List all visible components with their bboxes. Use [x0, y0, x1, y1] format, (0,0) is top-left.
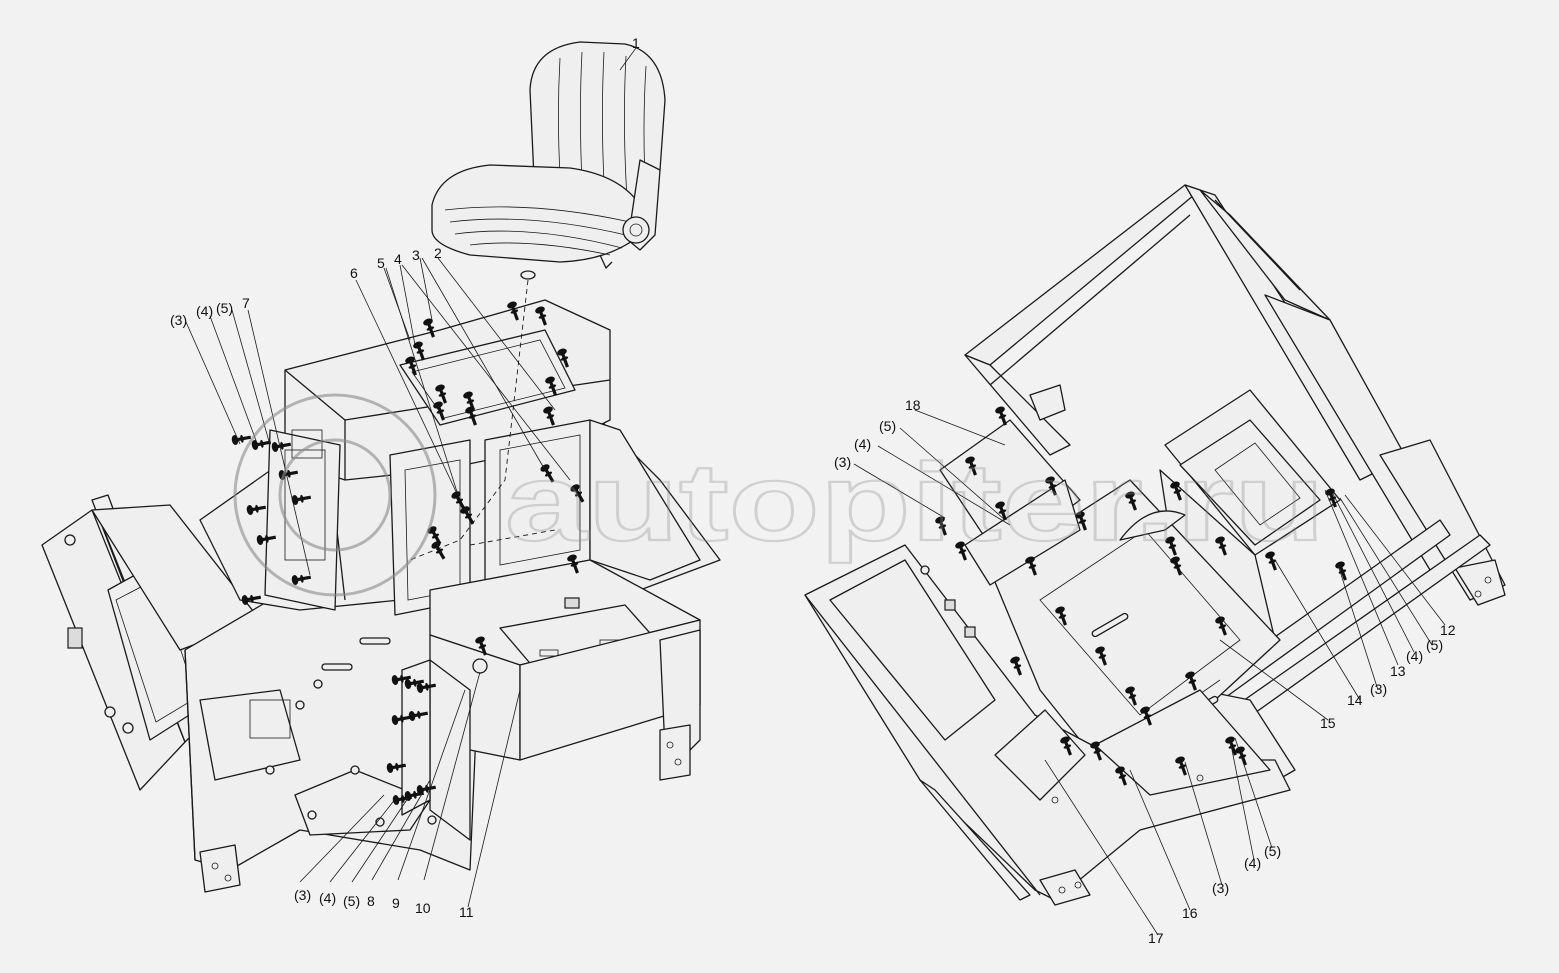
bolt-icon — [413, 341, 425, 361]
bolt-icon — [408, 710, 429, 721]
bolt-icon — [1125, 491, 1137, 511]
bolt-icon — [995, 406, 1007, 426]
callout-11: 11 — [459, 904, 474, 920]
bolt-icon — [543, 406, 555, 426]
callout-4-paren-e: (4) — [1244, 855, 1261, 871]
bolt-icon — [435, 384, 447, 404]
bolt-icon — [557, 348, 569, 368]
bolt-icon — [231, 434, 252, 445]
fastener-bolts — [231, 301, 1347, 805]
bolt-icon — [465, 406, 477, 426]
callout-2: 2 — [434, 245, 442, 261]
bolt-icon — [416, 784, 437, 795]
bolt-icon — [391, 714, 412, 725]
bolt-icon — [1025, 556, 1037, 576]
callout-3-paren-c: (3) — [834, 454, 851, 470]
bolt-icon — [995, 501, 1007, 521]
bolt-icon — [291, 574, 312, 585]
callout-4-paren-a: (4) — [196, 303, 213, 319]
bolt-icon — [241, 594, 262, 605]
bolt-icon — [1140, 706, 1152, 726]
callout-4-paren-b: (4) — [319, 890, 336, 906]
bolt-icon — [405, 356, 417, 376]
bolt-icon — [507, 301, 519, 321]
bolt-icon — [1125, 686, 1137, 706]
callout-3-paren-d: (3) — [1370, 681, 1387, 697]
bolt-icon — [570, 484, 585, 503]
bolt-icon — [1045, 476, 1057, 496]
bolt-icon — [1325, 488, 1337, 508]
bolt-icon — [431, 541, 446, 560]
callout-18: 18 — [905, 397, 921, 413]
watermark: autopiter.ru — [233, 393, 1326, 597]
bolt-icon — [460, 506, 475, 525]
callout-3-paren-b: (3) — [294, 887, 311, 903]
leader-lines — [185, 47, 1446, 936]
bolt-icon — [404, 678, 425, 689]
bolt-icon — [433, 401, 445, 421]
bolt-icon — [535, 306, 547, 326]
bolt-icon — [1170, 481, 1182, 501]
bolt-icon — [1060, 736, 1072, 756]
callout-5-paren-e: (5) — [1264, 843, 1281, 859]
right-floor-assembly — [804, 184, 1506, 906]
bolt-icon — [1215, 536, 1227, 556]
callout-5-paren-d: (5) — [1426, 637, 1443, 653]
bolt-icon — [1175, 756, 1187, 776]
bolt-icon — [1090, 741, 1102, 761]
callout-7: 7 — [242, 295, 250, 311]
bolt-icon — [391, 674, 412, 685]
callout-1: 1 — [632, 35, 640, 51]
callout-10: 10 — [415, 900, 431, 916]
callout-13: 13 — [1390, 663, 1406, 679]
bolt-icon — [386, 762, 407, 773]
callout-3-paren-a: (3) — [170, 312, 187, 328]
callout-14: 14 — [1347, 692, 1363, 708]
bolt-icon — [1055, 606, 1067, 626]
callout-labels: 1 2 3 4 5 6 7 (5) (4) (3) (3) (4) (5) 8 … — [170, 35, 1456, 946]
callout-4-paren-c: (4) — [854, 436, 871, 452]
bolt-icon — [1265, 551, 1277, 571]
bolt-icon — [1165, 536, 1177, 556]
callout-6: 6 — [350, 265, 358, 281]
callout-17: 17 — [1148, 930, 1164, 946]
bolt-icon — [1185, 671, 1197, 691]
bolt-icon — [1010, 656, 1022, 676]
bolt-icon — [246, 504, 267, 515]
callout-15: 15 — [1320, 715, 1336, 731]
callout-4: 4 — [394, 251, 402, 267]
bolt-icon — [567, 554, 579, 574]
callout-3: 3 — [412, 247, 420, 263]
bolt-icon — [935, 516, 947, 536]
seat-assembly — [431, 41, 666, 280]
bolt-icon — [416, 682, 437, 693]
bolt-icon — [1095, 646, 1107, 666]
watermark-text: autopiter.ru — [505, 441, 1325, 564]
callout-16: 16 — [1182, 905, 1198, 921]
bolt-icon — [1115, 766, 1127, 786]
bolt-icon — [256, 534, 277, 545]
callout-12: 12 — [1440, 622, 1456, 638]
callout-5-paren-b: (5) — [343, 893, 360, 909]
bolt-icon — [1235, 746, 1247, 766]
bolt-icon — [545, 376, 557, 396]
callout-5-paren-c: (5) — [879, 418, 896, 434]
bolt-icon — [1215, 616, 1227, 636]
callout-4-paren-d: (4) — [1406, 648, 1423, 664]
callout-5-paren-a: (5) — [216, 300, 233, 316]
bolt-icon — [1170, 556, 1182, 576]
callout-5: 5 — [377, 255, 385, 271]
left-floor-assembly — [41, 279, 721, 893]
bolt-icon — [1075, 511, 1087, 531]
bolt-icon — [423, 318, 435, 338]
bolt-icon — [955, 541, 967, 561]
bolt-icon — [475, 636, 487, 656]
callout-9: 9 — [392, 895, 400, 911]
callout-3-paren-e: (3) — [1212, 880, 1229, 896]
bolt-icon — [965, 456, 977, 476]
callout-8: 8 — [367, 893, 375, 909]
